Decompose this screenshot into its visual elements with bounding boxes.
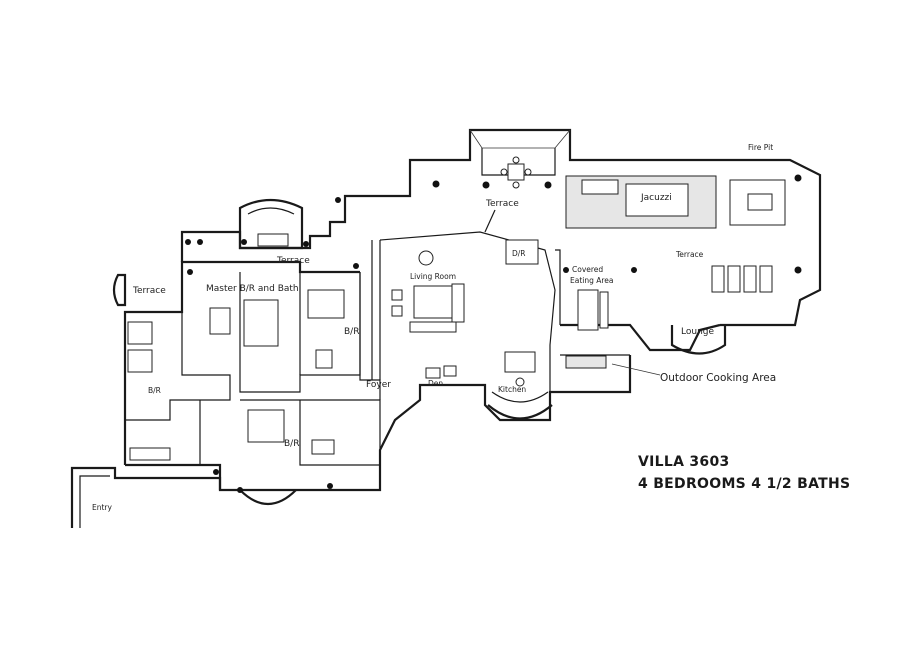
label-outdoor-cooking: Outdoor Cooking Area [660, 372, 776, 384]
label-den: Den [428, 379, 443, 388]
label-terrace-top: Terrace [485, 199, 519, 209]
label-entry: Entry [92, 503, 113, 512]
label-bedroom-4: B/R [284, 439, 299, 449]
villa-title: VILLA 3603 [638, 454, 730, 470]
label-bedroom-3: B/R [148, 386, 161, 395]
label-lounge: Lounge [681, 327, 714, 337]
label-terrace-left: Terrace [132, 286, 166, 296]
arc-features [112, 129, 727, 505]
label-fire-pit: Fire Pit [748, 143, 773, 152]
label-terrace-right: Terrace [675, 250, 704, 259]
room-labels: Fire Pit Terrace Jacuzzi Terrace Terrace… [92, 143, 776, 512]
label-terrace-master: Terrace [276, 256, 310, 266]
label-bedroom-2: B/R [344, 327, 359, 337]
interior-walls [125, 209, 630, 490]
label-living-room: Living Room [410, 272, 456, 281]
columns [185, 174, 802, 493]
outdoor-cooking-leader [611, 363, 661, 376]
label-covered: Covered [572, 265, 603, 274]
label-kitchen: Kitchen [498, 385, 526, 394]
label-dining: D/R [512, 249, 526, 258]
label-eating-area: Eating Area [570, 276, 614, 285]
label-foyer: Foyer [366, 380, 391, 390]
label-master: Master B/R and Bath [206, 284, 299, 294]
bedrooms-baths-summary: 4 BEDROOMS 4 1/2 BATHS [638, 476, 851, 492]
label-jacuzzi: Jacuzzi [640, 193, 672, 203]
furniture [127, 156, 786, 461]
